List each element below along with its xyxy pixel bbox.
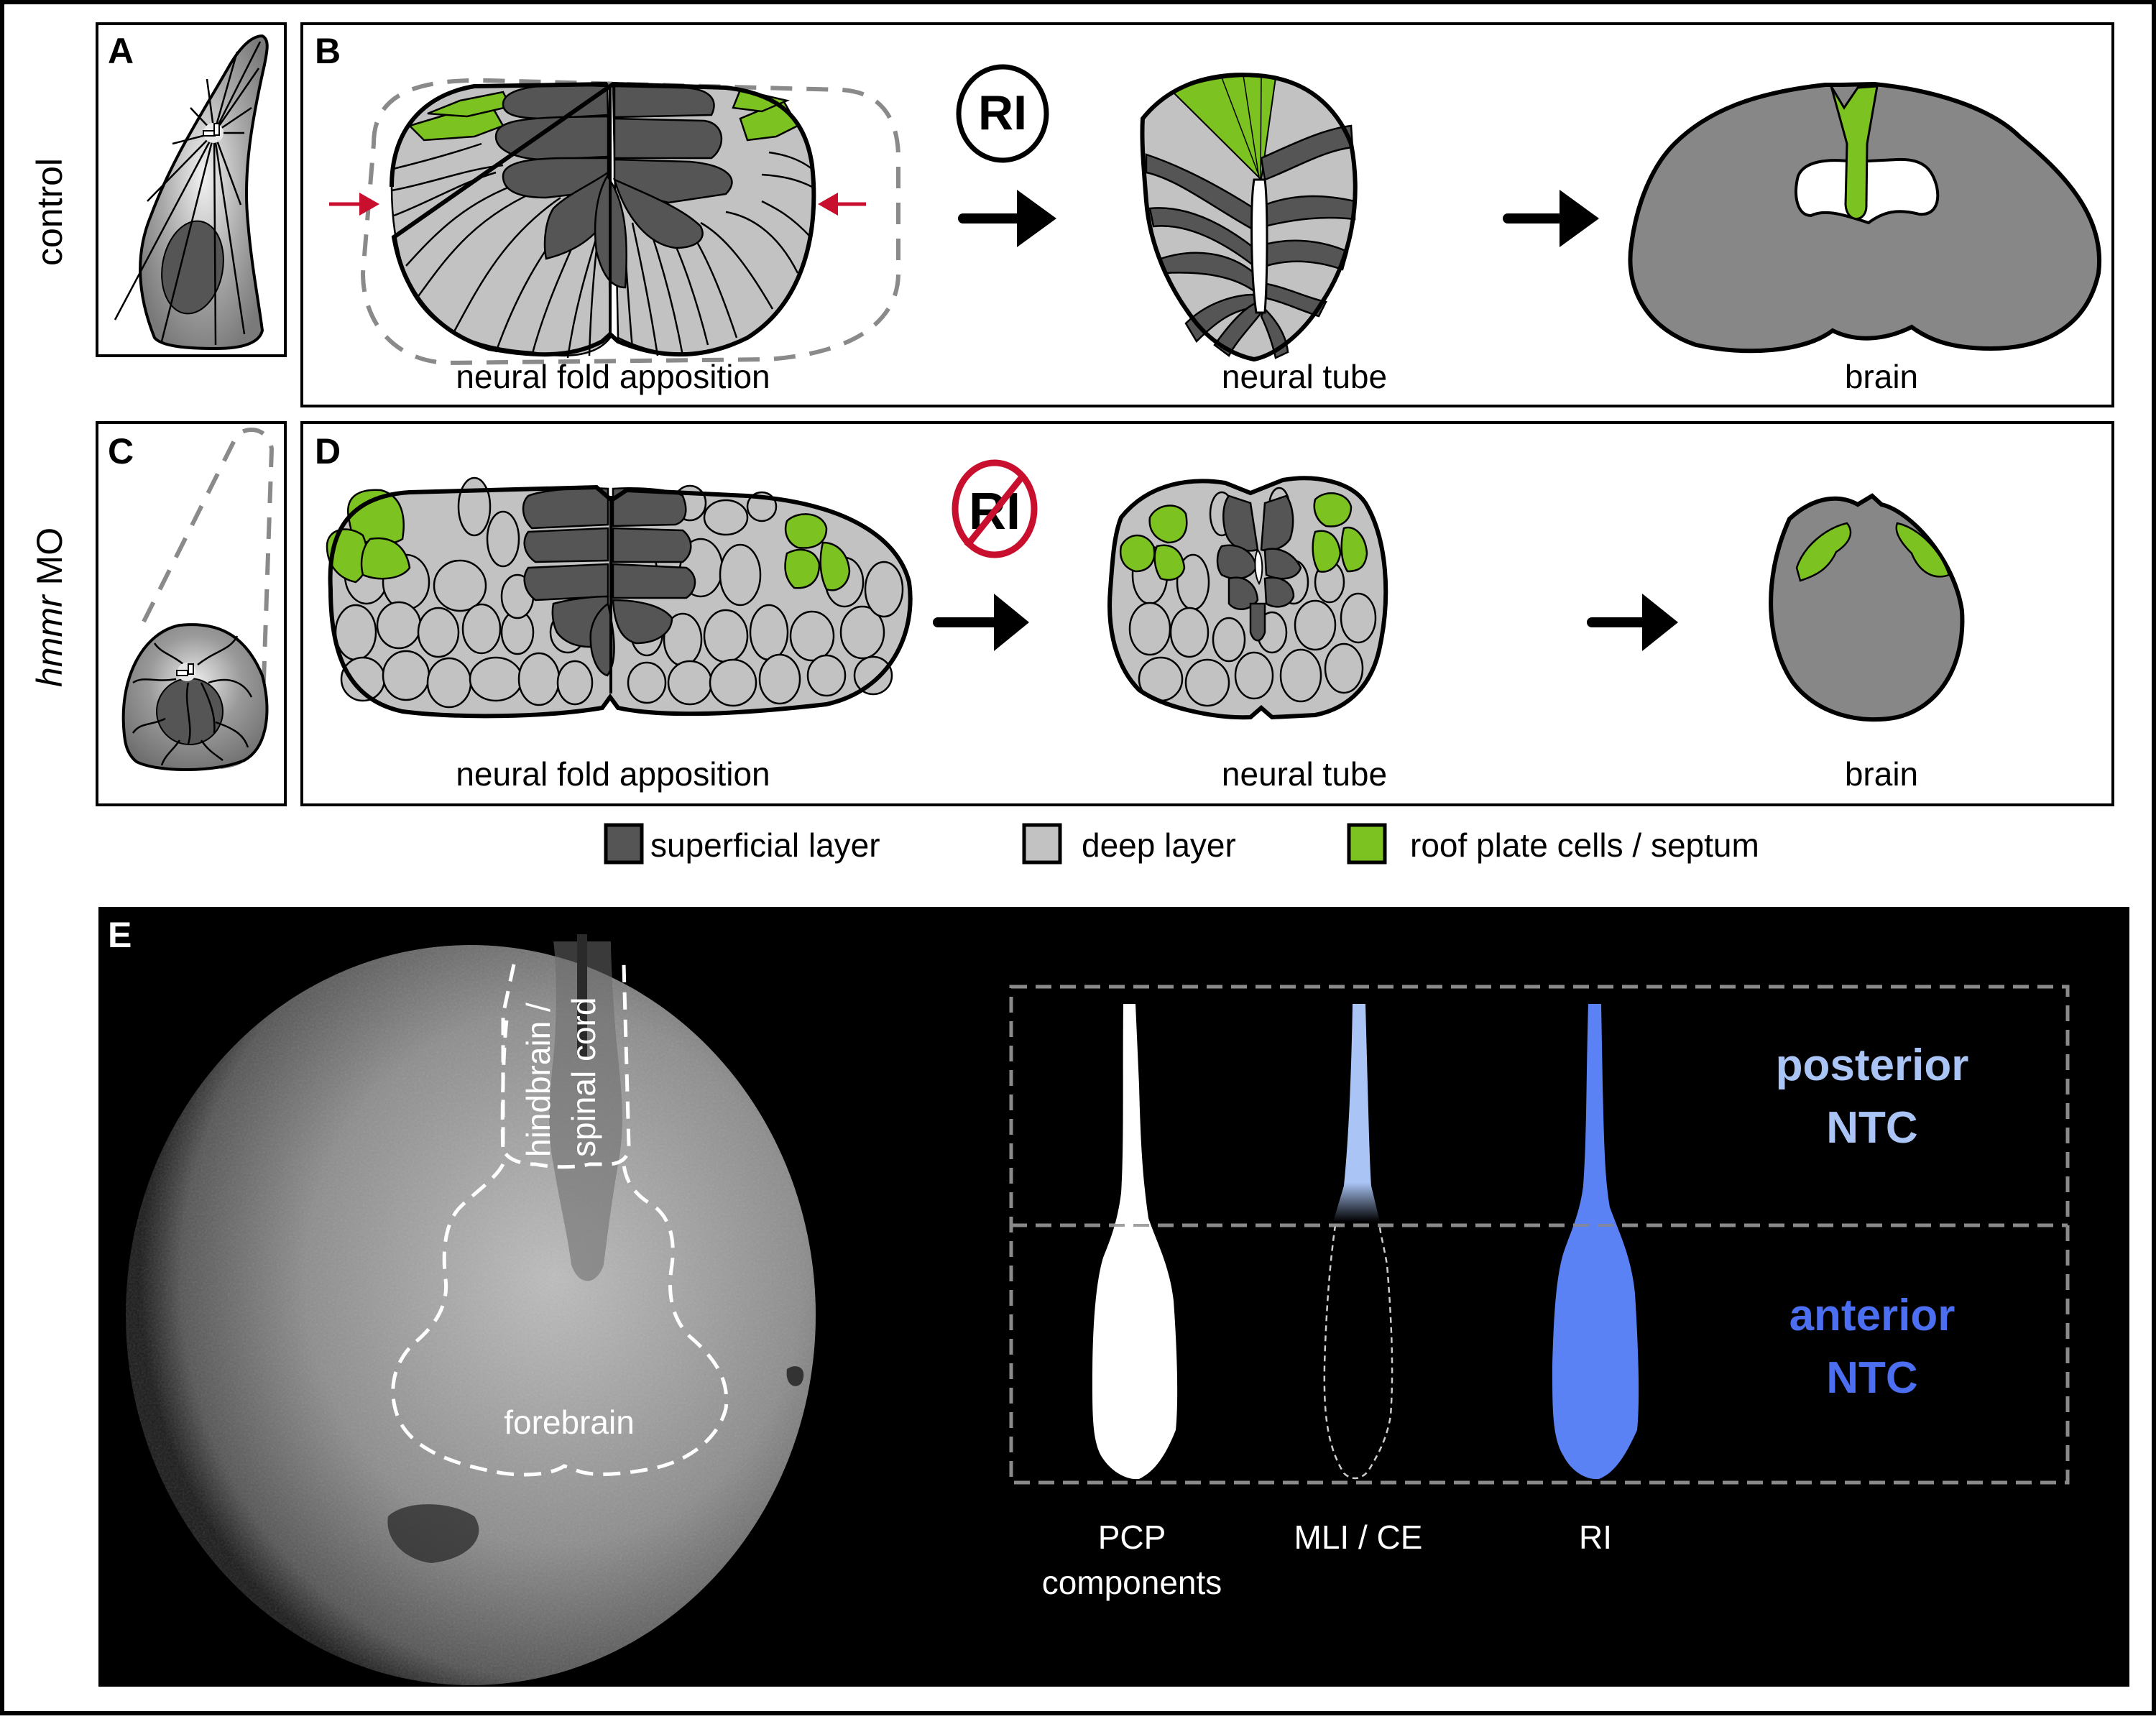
stage-label-b-3: brain (1845, 358, 1918, 395)
centriole-icon (188, 663, 194, 675)
row-label-control: control (29, 158, 70, 266)
legend-item-deep: deep layer (1022, 823, 1236, 865)
panel-a: A (96, 22, 287, 357)
superficial-cells-b (494, 83, 733, 289)
embryo-texture (126, 945, 816, 1685)
region-label-posterior: posterior (1776, 1041, 1969, 1090)
sem-label-forebrain: forebrain (504, 1404, 635, 1441)
region-label-posterior-ntc: NTC (1826, 1103, 1917, 1153)
region-label-anterior: anterior (1789, 1291, 1955, 1340)
convergence-arrow-left (329, 193, 379, 216)
arrow-right-icon (1587, 594, 1678, 651)
debris (387, 1504, 479, 1563)
superficial-cells-d (522, 487, 696, 677)
ri-badge: RI (956, 64, 1049, 163)
panel-e: E hindbrain / spinal cord forebrain post… (98, 907, 2129, 1687)
region-label-anterior-ntc: NTC (1826, 1353, 1917, 1403)
column-label-mli-ce: MLI / CE (1294, 1518, 1423, 1556)
panel-c: C (96, 421, 287, 806)
arrow-right-icon (933, 594, 1029, 651)
mli-ce-domain-shape (1333, 1004, 1380, 1222)
brain-b (1628, 81, 2102, 354)
legend-item-roof: roof plate cells / septum (1347, 823, 1759, 865)
neural-tube-lumen (1250, 178, 1268, 314)
panel-d: D (300, 421, 2114, 806)
column-label-pcp: PCP (1098, 1518, 1166, 1556)
disorganized-microtubules (132, 635, 253, 766)
roof-plate-patch-right (1895, 522, 1950, 578)
legend-label-roof: roof plate cells / septum (1410, 826, 1759, 864)
neural-groove (549, 941, 622, 1281)
convergence-arrow-right (818, 193, 866, 216)
ntc-comparison-box (1009, 985, 2070, 1485)
centriole-icon (213, 123, 220, 136)
legend: superficial layer deep layer roof plate … (604, 823, 1759, 865)
ri-badge-text: RI (978, 86, 1027, 140)
sem-label-spinal-cord: spinal cord (565, 997, 602, 1157)
ri-domain-shape (1552, 1004, 1639, 1480)
panel-c-letter: C (108, 431, 134, 471)
row-label-hmmr-gene: hmmr (29, 594, 70, 687)
cell-nucleus (161, 220, 224, 315)
deep-cell-boundaries (391, 142, 813, 359)
centriole-icon (203, 130, 216, 137)
prior-outline-dashed (360, 78, 900, 366)
debris (786, 1366, 804, 1386)
neural-tube-b (1140, 73, 1358, 362)
panel-b-letter: B (315, 31, 341, 71)
legend-swatch-roof (1347, 823, 1387, 865)
centriole-icon (176, 670, 188, 676)
pcp-domain-shape (1092, 1004, 1178, 1480)
forebrain-outline (391, 1020, 729, 1477)
no-sign-icon (952, 459, 1038, 558)
roof-plate-cell-right (732, 88, 791, 113)
stage-label-d-3: brain (1845, 755, 1918, 793)
mli-ce-absent-outline (1323, 1225, 1393, 1480)
row-label-hmmr-suffix: MO (29, 527, 70, 595)
neural-tube-d (1107, 476, 1388, 720)
panel-a-letter: A (108, 31, 134, 71)
column-label-ri: RI (1579, 1518, 1612, 1556)
neural-tube-lumen (1254, 548, 1263, 586)
legend-swatch-superficial (604, 823, 644, 865)
ri-badge-circle (956, 64, 1049, 163)
arrow-right-icon (1503, 190, 1599, 247)
stage-label-b-2: neural tube (1222, 358, 1387, 395)
legend-label-deep: deep layer (1082, 826, 1236, 864)
no-ri-badge: RI (952, 459, 1038, 558)
roof-cells-d (326, 489, 851, 591)
arrow-right-icon (958, 190, 1056, 247)
microtubules (114, 41, 262, 346)
row-label-hmmr: hmmr MO (29, 527, 70, 687)
sem-embryo (126, 934, 816, 1685)
legend-label-superficial: superficial layer (650, 826, 880, 864)
prior-shape-dashed (124, 427, 275, 770)
sem-label-hindbrain: hindbrain / (520, 1003, 557, 1157)
column-label-pcp-line2: components (1042, 1564, 1222, 1601)
fold-d-outline (328, 484, 913, 719)
roof-plate-patch-left (1795, 522, 1852, 582)
no-sign-slash (964, 472, 1027, 548)
legend-swatch-deep (1022, 823, 1062, 865)
fold-outline (390, 81, 816, 357)
hindbrain-spinal-cord-outline (501, 964, 631, 1169)
brain-d (1769, 493, 1965, 722)
panel-e-letter: E (108, 915, 132, 955)
brain-septum (1830, 85, 1879, 220)
stage-label-d-2: neural tube (1222, 755, 1387, 793)
legend-item-superficial: superficial layer (604, 823, 880, 865)
stage-label-d-1: neural fold apposition (456, 755, 770, 793)
stage-label-b-1: neural fold apposition (456, 358, 770, 395)
panel-d-letter: D (315, 431, 341, 471)
panel-b: B (300, 22, 2114, 407)
